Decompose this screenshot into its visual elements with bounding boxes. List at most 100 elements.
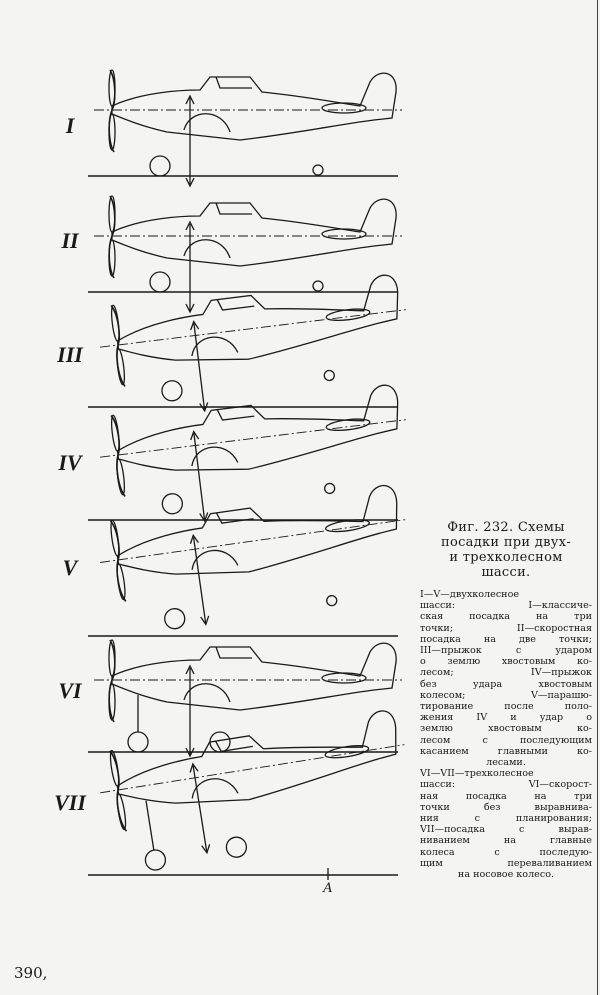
- aircraft-sketch: [100, 484, 406, 630]
- caption-body-line: III—прыжок с ударом: [420, 645, 592, 657]
- row-numeral: VII: [54, 790, 87, 815]
- caption-body-line: лесами.: [486, 757, 526, 769]
- point-label-a: A: [322, 881, 332, 896]
- caption-body-line: точки; II—скоростная: [420, 622, 592, 634]
- caption-body-line: на носовое колесо.: [457, 869, 555, 881]
- canopy-frame: [215, 202, 252, 215]
- caption-title-line: и трехколесном: [449, 550, 563, 565]
- nose-wheel: [127, 731, 149, 753]
- fuselage: [111, 642, 397, 711]
- wing-root: [191, 549, 239, 570]
- row-numeral: II: [60, 228, 80, 253]
- caption-body-line: колеса с последую-: [420, 846, 592, 858]
- main-wheel: [164, 608, 186, 630]
- caption-title-line: Фиг. 232. Схемы: [447, 520, 565, 535]
- caption-title-line: посадки при двух-: [440, 535, 572, 550]
- propeller-blade: [110, 414, 120, 452]
- fuselage: [116, 484, 398, 575]
- wing-root: [183, 113, 231, 133]
- tailplane: [325, 308, 371, 322]
- main-wheel: [225, 836, 248, 858]
- wing-root: [191, 446, 239, 467]
- caption-body-line: лесом с последующим: [420, 734, 592, 746]
- tail-wheel: [312, 164, 324, 176]
- row-numeral: V: [63, 555, 80, 580]
- tailplane: [324, 745, 370, 759]
- canopy-frame: [215, 76, 252, 89]
- arrowheads: [185, 220, 195, 314]
- caption-body-line: точки без выравнива-: [420, 801, 592, 813]
- wing-root: [191, 336, 239, 357]
- caption-body-line: шасси: I—классиче-: [420, 600, 592, 612]
- nose-wheel: [144, 849, 167, 871]
- row-numeral: IV: [57, 450, 84, 475]
- aircraft-sketch: [100, 274, 406, 413]
- tailplane: [321, 672, 367, 684]
- nose-strut: [145, 800, 155, 851]
- caption-body-line: о землю хвостовым ко-: [420, 656, 592, 668]
- tail-wheel: [324, 482, 336, 495]
- caption-body-line: I—V—двухколесное: [420, 589, 520, 600]
- force-arrow: [192, 765, 208, 852]
- canopy-frame: [215, 646, 252, 659]
- caption-body-line: VII—посадка с вырав-: [420, 824, 592, 836]
- tailplane: [321, 228, 367, 240]
- tailplane: [325, 519, 370, 533]
- tail-wheel: [312, 280, 324, 292]
- row-numeral: VI: [58, 678, 83, 703]
- wing-root: [183, 683, 231, 703]
- arrowheads: [185, 664, 195, 758]
- force-arrow: [192, 537, 207, 624]
- propeller-blade: [110, 519, 120, 557]
- row-numeral: I: [65, 113, 76, 138]
- caption-body-line: землю хвостовым ко-: [420, 723, 592, 735]
- caption-title-line: шасси.: [481, 565, 531, 580]
- fuselage: [116, 710, 397, 804]
- wing-root: [183, 239, 231, 259]
- main-wheel: [149, 271, 171, 293]
- force-arrow: [193, 323, 206, 411]
- fuselage: [111, 72, 397, 141]
- aircraft-sketch: [94, 69, 402, 188]
- fuselage: [116, 274, 399, 361]
- aircraft-sketch: [94, 195, 402, 314]
- caption-body-line: тирование после поло-: [420, 701, 592, 713]
- caption-body-line: лесом; IV—прыжок: [420, 667, 592, 679]
- arrowheads: [189, 762, 211, 855]
- caption-body-line: касанием главными ко-: [420, 745, 592, 757]
- canopy-frame: [215, 512, 254, 524]
- row-numeral: III: [56, 342, 84, 367]
- caption-body-line: без удара хвостовым: [420, 678, 592, 690]
- page-number: 390,: [14, 964, 48, 982]
- page-edge: [597, 0, 598, 995]
- aircraft-sketch: [100, 384, 406, 523]
- arrowheads: [189, 533, 210, 626]
- caption-body-line: посадка на две точки;: [420, 633, 592, 645]
- propeller-blade: [109, 749, 120, 787]
- main-wheel: [161, 380, 183, 402]
- tailplane: [321, 102, 367, 114]
- caption-body-line: шасси: VI—скорост-: [420, 779, 592, 791]
- main-wheel: [149, 155, 171, 177]
- thrust-axis: [100, 519, 406, 563]
- caption-body-line: ская посадка на три: [420, 611, 592, 623]
- caption-body-line: жения IV и удар о: [420, 712, 592, 724]
- wing-root: [191, 778, 239, 799]
- arrowheads: [185, 94, 195, 188]
- thrust-axis: [100, 309, 406, 348]
- canopy-frame: [214, 740, 253, 753]
- canopy-frame: [216, 299, 255, 311]
- fuselage: [111, 198, 397, 267]
- arrowheads: [190, 320, 209, 413]
- thrust-axis: [100, 419, 406, 458]
- propeller-blade: [116, 793, 127, 831]
- aircraft-sketch: [100, 710, 405, 871]
- tail-wheel: [323, 369, 335, 382]
- tail-wheel: [326, 594, 338, 607]
- propeller-blade: [110, 304, 120, 342]
- propeller-blade: [116, 458, 126, 496]
